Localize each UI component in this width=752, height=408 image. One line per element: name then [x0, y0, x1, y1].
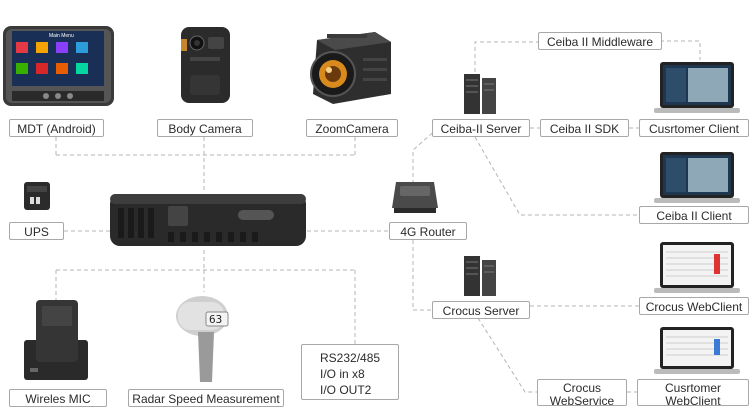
customer-client-label: Cusrtomer Client: [639, 119, 749, 137]
mdt-label: MDT (Android): [9, 119, 104, 137]
ceiba-client-laptop-image: [652, 150, 742, 206]
io-line-out: I/O OUT2: [320, 383, 372, 397]
line-router-crocus: [412, 240, 432, 311]
body-camera-image: [178, 25, 233, 105]
customer-webclient-laptop-image: [652, 325, 742, 377]
crocus-webclient-label: Crocus WebClient: [639, 297, 749, 315]
ceiba-client-label: Ceiba II Client: [639, 206, 749, 224]
crocus-webclient-laptop-image: [652, 240, 742, 296]
io-line-in: I/O in x8: [320, 367, 365, 381]
ups-image: [22, 180, 52, 212]
ups-label: UPS: [9, 222, 64, 240]
io-line-rs232: RS232/485: [320, 351, 381, 365]
wireless-mic-label: Wireles MIC: [9, 389, 107, 407]
middleware-label: Ceiba II Middleware: [538, 32, 662, 50]
ceiba-sdk-label: Ceiba II SDK: [540, 119, 629, 137]
io-box: RS232/485 I/O in x8 I/O OUT2: [301, 344, 399, 400]
crocus-server-icon: [462, 254, 498, 298]
ceiba-server-label: Ceiba-II Server: [432, 119, 530, 137]
radar-label: Radar Speed Measurement: [128, 389, 284, 407]
line-middleware-client: [660, 40, 701, 60]
crocus-webservice-label: Crocus WebService: [537, 379, 627, 408]
line-crocus-webservice: [477, 317, 537, 393]
radar-gun-image: 63: [168, 292, 242, 384]
radar-display-value: 63: [209, 313, 222, 326]
mdt-screen-title: Main Menu: [49, 33, 74, 39]
mdt-tablet-image: Main Menu: [2, 25, 115, 107]
line-server-ceibaclient: [474, 136, 639, 216]
customer-client-laptop-image: [652, 60, 742, 116]
crocus-server-label: Crocus Server: [432, 301, 530, 319]
mobile-recorder-image: [108, 188, 308, 252]
customer-webclient-label: Cusrtomer WebClient: [637, 379, 749, 408]
zoom-camera-label: ZoomCamera: [306, 119, 398, 137]
line-server-middleware: [474, 41, 540, 72]
body-camera-label: Body Camera: [157, 119, 253, 137]
router-label: 4G Router: [389, 222, 467, 240]
wireless-mic-image: [20, 296, 92, 382]
zoom-camera-image: [305, 28, 395, 108]
ceiba-server-icon: [462, 72, 498, 116]
router-image: [390, 178, 440, 216]
